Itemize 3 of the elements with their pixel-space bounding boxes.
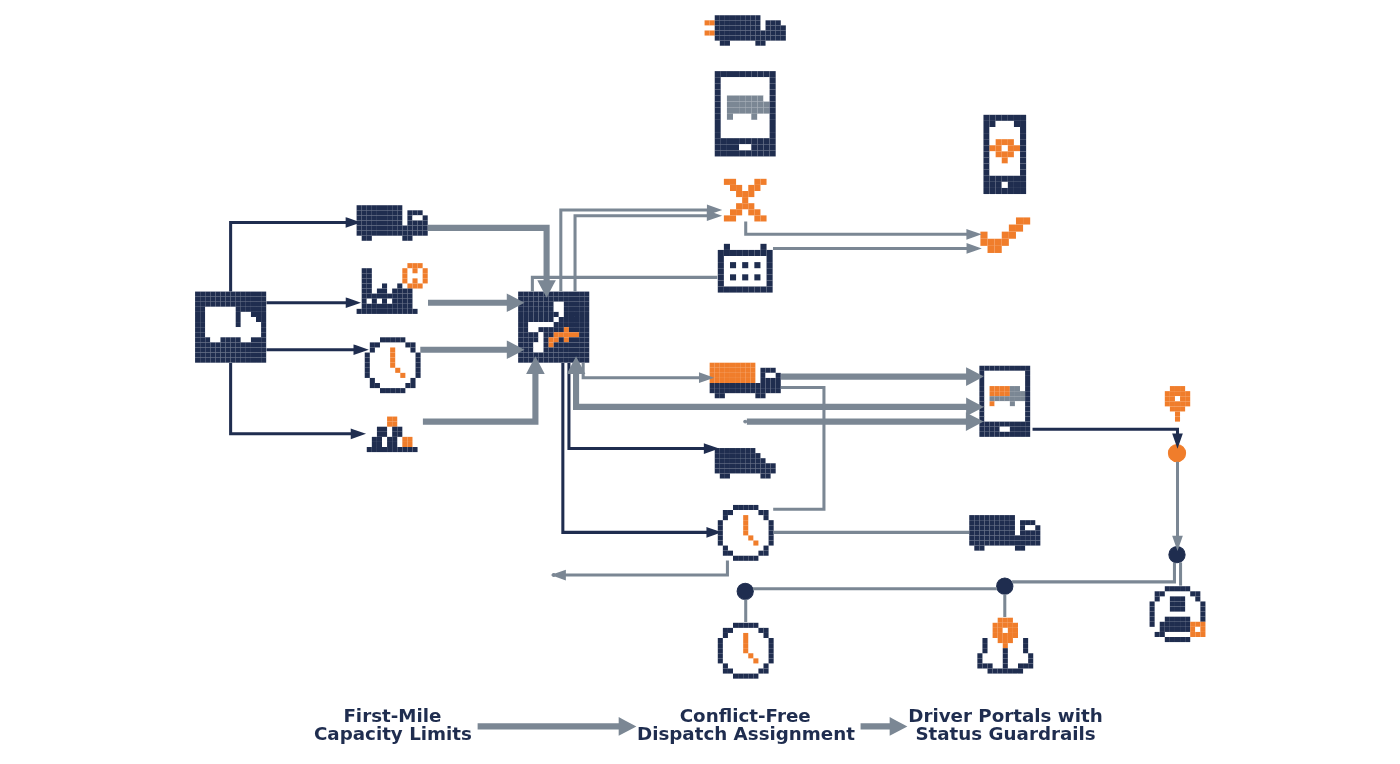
node-text: First-Mile Capacity Limits [313,704,472,745]
node-text: Conflict-Free Dispatch Assignment [637,704,856,745]
node-text: Driver Portals with Status Guardrails [908,704,1103,745]
